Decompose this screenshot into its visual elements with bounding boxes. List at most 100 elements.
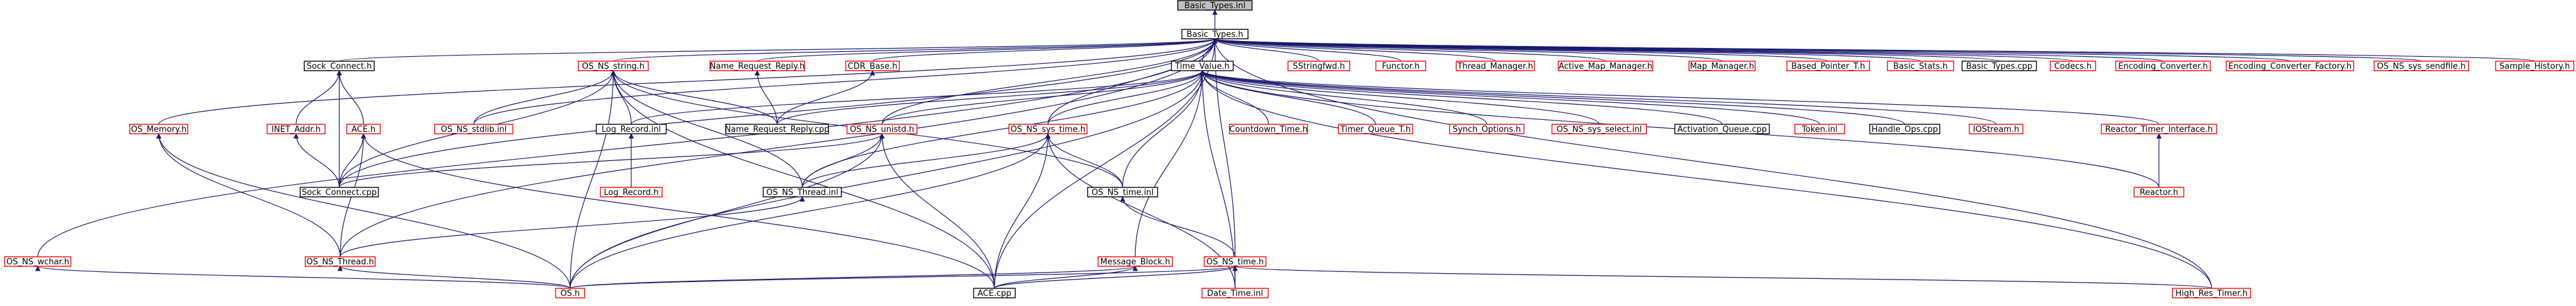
node-name-request-reply-h[interactable]: Name_Request_Reply.h xyxy=(709,61,805,71)
node-encoding-converter-h[interactable]: Encoding_Converter.h xyxy=(2115,61,2211,71)
edge-os_ns_sys_time_h-to-os_ns_time_inl xyxy=(1045,133,1123,188)
node-label: Activation_Queue.cpp xyxy=(1677,125,1766,134)
file-nodes: Basic_Types.inlBasic_Types.hSock_Connect… xyxy=(4,0,2575,298)
edge-basic_types_h-to-active_map_manager_h xyxy=(1212,38,1606,62)
node-inet-addr-h[interactable]: INET_Addr.h xyxy=(266,124,326,134)
edge-time_value_h-to-high_res_timer_h xyxy=(1199,70,2212,289)
node-box xyxy=(2100,124,2218,134)
node-box xyxy=(1786,61,1870,71)
node-os-ns-sys-select-inl[interactable]: OS_NS_sys_select.inl xyxy=(1551,124,1647,134)
node-basic-stats-h[interactable]: Basic_Stats.h xyxy=(1887,61,1954,71)
node-label: Reactor_Timer_Interface.h xyxy=(2105,125,2213,134)
node-label: Basic_Stats.h xyxy=(1893,62,1947,71)
node-codecs-h[interactable]: Codecs.h xyxy=(2049,61,2097,71)
node-box xyxy=(1375,61,1426,71)
node-iostream-h[interactable]: IOStream.h xyxy=(1969,124,2024,134)
edge-os_ns_string_h-to-os_ns_thread_inl xyxy=(610,70,803,188)
edge-time_value_h-to-os_ns_unistd_h xyxy=(881,70,1205,125)
edge-os_ns_unistd_h-to-os_h xyxy=(570,133,885,289)
node-timer-queue-t-h[interactable]: Timer_Queue_T.h xyxy=(1337,124,1414,134)
node-cdr-base-h[interactable]: CDR_Base.h xyxy=(845,61,900,71)
node-label: OS_NS_sys_select.inl xyxy=(1557,125,1642,134)
node-name-request-reply-cpp[interactable]: Name_Request_Reply.cpp xyxy=(724,124,830,134)
edge-basic_types_h-to-os_ns_string_h xyxy=(612,38,1218,62)
node-box xyxy=(1969,124,2024,134)
node-label: OS_NS_sys_sendfile.h xyxy=(2377,62,2466,71)
edge-sock_connect_h-to-ace_h xyxy=(336,70,364,125)
node-active-map-manager-h[interactable]: Active_Map_Manager.h xyxy=(1557,61,1654,71)
node-os-ns-sys-sendfile-h[interactable]: OS_NS_sys_sendfile.h xyxy=(2373,61,2470,71)
node-label: Basic_Types.h xyxy=(1187,30,1244,40)
node-basic-types-h[interactable]: Basic_Types.h xyxy=(1181,28,1249,40)
edge-message_block_h-to-os_h xyxy=(570,266,1138,289)
node-high-res-timer-h[interactable]: High_Res_Timer.h xyxy=(2172,288,2252,298)
node-sstringfwd-h[interactable]: SStringfwd.h xyxy=(1287,61,1351,71)
node-label: Log_Record.inl xyxy=(602,125,661,134)
node-reactor-h[interactable]: Reactor.h xyxy=(2133,187,2185,197)
node-sock-connect-h[interactable]: Sock_Connect.h xyxy=(304,61,375,71)
edge-basic_types_h-to-codecs_h xyxy=(1212,38,2074,62)
node-os-ns-sys-time-h[interactable]: OS_NS_sys_time.h xyxy=(1008,124,1088,134)
edge-time_value_h-to-date_time_inl xyxy=(1199,70,1236,289)
node-os-ns-thread-h[interactable]: OS_NS_Thread.h xyxy=(304,256,376,267)
node-label: Thread_Manager.h xyxy=(1457,62,1533,71)
node-synch-options-h[interactable]: Synch_Options.h xyxy=(1449,124,1525,134)
node-basic-types-cpp[interactable]: Basic_Types.cpp xyxy=(1961,61,2037,71)
edge-time_value_h-to-activation_queue_cpp xyxy=(1199,70,1723,125)
edge-basic_types_h-to-cdr_base_h xyxy=(872,38,1218,62)
node-box xyxy=(299,187,379,197)
edge-os_ns_thread_h-to-os_h xyxy=(337,266,571,289)
edge-basic_types_h-to-thread_manager_h xyxy=(1212,38,1496,62)
node-os-ns-wchar-h[interactable]: OS_NS_wchar.h xyxy=(4,256,72,267)
node-os-ns-unistd-h[interactable]: OS_NS_unistd.h xyxy=(846,124,918,134)
node-box xyxy=(1097,256,1173,267)
edge-os_ns_string_h-to-os_ns_stdlib_inl xyxy=(473,70,616,125)
node-label: OS_NS_stdlib.inl xyxy=(441,125,507,134)
node-box xyxy=(1287,61,1351,71)
node-sock-connect-cpp[interactable]: Sock_Connect.cpp xyxy=(299,187,379,197)
edge-time_value_h-to-log_record_inl xyxy=(631,70,1205,125)
node-root[interactable]: Basic_Types.inl xyxy=(1177,0,1253,11)
edge-time_value_h-to-os_ns_time_inl xyxy=(1122,70,1205,188)
edge-basic_types_h-to-os_ns_wchar_h xyxy=(37,38,1218,257)
node-label: Sample_History.h xyxy=(2499,62,2570,71)
node-label: Date_Time.inl xyxy=(1207,289,1263,298)
edge-os_ns_sys_time_h-to-ace_cpp xyxy=(993,133,1051,289)
node-map-manager-h[interactable]: Map_Manager.h xyxy=(1688,61,1756,71)
node-based-pointer-t-h[interactable]: Based_Pointer_T.h xyxy=(1786,61,1870,71)
node-reactor-timer-interface-h[interactable]: Reactor_Timer_Interface.h xyxy=(2100,124,2218,134)
node-functor-h[interactable]: Functor.h xyxy=(1375,61,1426,71)
node-encoding-converter-factory-h[interactable]: Encoding_Converter_Factory.h xyxy=(2226,61,2354,71)
node-log-record-inl[interactable]: Log_Record.inl xyxy=(595,124,667,134)
node-message-block-h[interactable]: Message_Block.h xyxy=(1097,256,1173,267)
node-handle-ops-cpp[interactable]: Handle_Ops.cpp xyxy=(1869,124,1940,134)
node-ace-h[interactable]: ACE.h xyxy=(346,124,381,134)
node-box xyxy=(1557,61,1654,71)
node-log-record-h[interactable]: Log_Record.h xyxy=(600,187,663,197)
edge-os_ns_sys_time_h-to-os_h xyxy=(570,133,1051,289)
node-os-ns-thread-inl[interactable]: OS_NS_Thread.inl xyxy=(762,187,842,197)
node-sample-history-h[interactable]: Sample_History.h xyxy=(2495,61,2575,71)
edge-time_value_h-to-countdown_time_h xyxy=(1199,70,1269,125)
node-label: Handle_Ops.cpp xyxy=(1872,125,1938,134)
node-thread-manager-h[interactable]: Thread_Manager.h xyxy=(1455,61,1535,71)
node-os-ns-stdlib-inl[interactable]: OS_NS_stdlib.inl xyxy=(434,124,513,134)
node-os-ns-time-inl[interactable]: OS_NS_time.inl xyxy=(1087,187,1159,197)
node-os-memory-h[interactable]: OS_Memory.h xyxy=(129,124,188,134)
node-token-inl[interactable]: Token.inl xyxy=(1794,124,1845,134)
node-date-time-inl[interactable]: Date_Time.inl xyxy=(1201,288,1269,298)
node-box xyxy=(555,288,585,298)
node-os-ns-string-h[interactable]: OS_NS_string.h xyxy=(578,61,649,71)
node-time-value-h[interactable]: Time_Value.h xyxy=(1171,61,1234,71)
edge-basic_types_h-to-os_ns_thread_h xyxy=(340,38,1218,257)
node-box xyxy=(1228,124,1308,134)
node-label: Name_Request_Reply.cpp xyxy=(724,125,829,134)
edge-time_value_h-to-message_block_h xyxy=(1135,70,1205,257)
node-os-h[interactable]: OS.h xyxy=(555,288,585,298)
node-ace-cpp[interactable]: ACE.cpp xyxy=(973,288,1016,298)
node-os-ns-time-h[interactable]: OS_NS_time.h xyxy=(1203,256,1267,267)
node-label: Timer_Queue_T.h xyxy=(1340,125,1411,134)
node-countdown-time-h[interactable]: Countdown_Time.h xyxy=(1228,124,1308,134)
node-activation-queue-cpp[interactable]: Activation_Queue.cpp xyxy=(1674,124,1770,134)
node-box xyxy=(1181,28,1249,40)
